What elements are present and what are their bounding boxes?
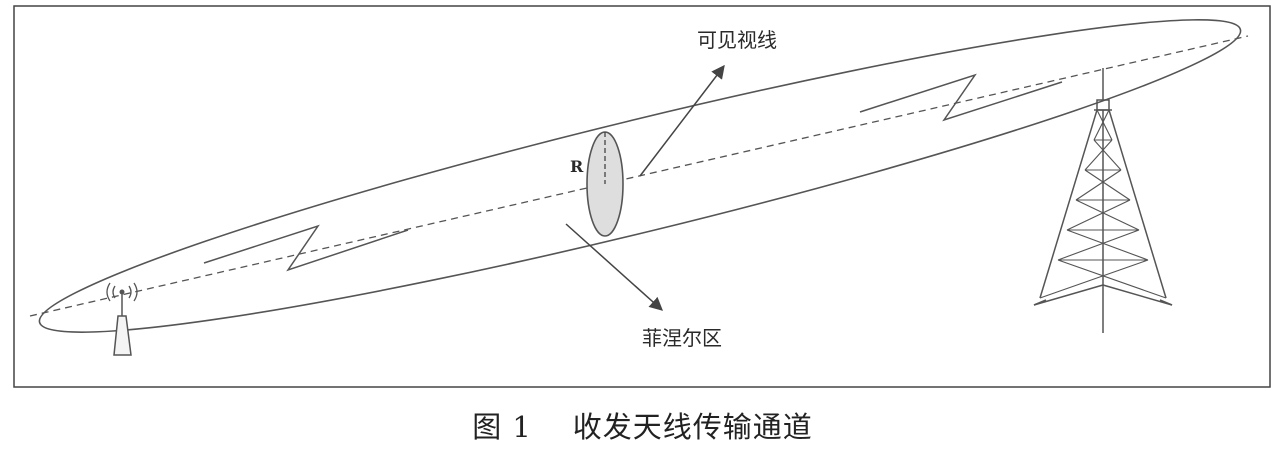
fresnel-envelope bbox=[38, 19, 1242, 333]
figure-title: 收发天线传输通道 bbox=[572, 410, 813, 444]
signal-zigzag-right bbox=[859, 73, 1063, 122]
lattice-tower-icon bbox=[1033, 68, 1173, 333]
line-of-sight-label: 可见视线 bbox=[697, 28, 777, 52]
line-of-sight-path bbox=[29, 35, 1249, 317]
wireless-antenna-icon bbox=[106, 282, 138, 356]
figure-caption: 图 1 收发天线传输通道 bbox=[0, 404, 1285, 446]
diagram-frame bbox=[13, 5, 1271, 388]
fresnel-zone-arrow bbox=[565, 223, 664, 311]
radius-label: R bbox=[570, 157, 584, 176]
signal-zigzag-left bbox=[203, 224, 409, 272]
line-of-sight-arrow bbox=[639, 64, 725, 177]
fresnel-zone-label: 菲涅尔区 bbox=[642, 326, 722, 350]
transmission-channel-diagram: R 可见视线 菲涅尔区 bbox=[13, 5, 1271, 388]
caption-gap bbox=[532, 410, 573, 444]
figure-number: 图 1 bbox=[472, 410, 532, 444]
